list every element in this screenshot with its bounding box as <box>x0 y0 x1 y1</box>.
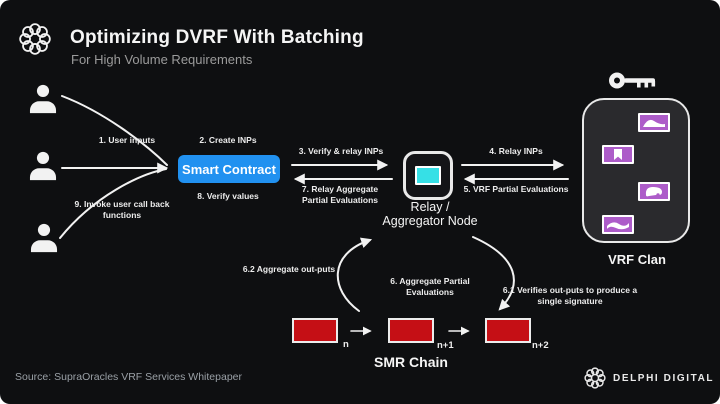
vrf-member-tile-icon <box>602 215 634 234</box>
label-aggregate-partial-line2: Evaluations <box>406 287 454 298</box>
smr-block-n2-label: n+2 <box>532 340 549 351</box>
relay-node-label-line2: Aggregator Node <box>382 213 478 228</box>
brand-logo-knot-icon <box>19 23 51 55</box>
smr-block-n2 <box>485 318 531 343</box>
terminal-screen-icon <box>415 166 441 185</box>
label-verify-values: 8. Verify values <box>197 191 259 201</box>
label-invoke-callback: 9. Invoke user call back functions <box>75 199 170 222</box>
label-user-inputs: 1. User inputs <box>98 135 156 145</box>
label-create-inps: 2. Create INPs <box>199 135 257 145</box>
arrow-user1-to-contract <box>61 95 168 166</box>
vrf-clan-label: VRF Clan <box>608 252 666 267</box>
label-vrf-partial-evaluations: 5. VRF Partial Evaluations <box>463 184 569 194</box>
relay-node-label-line1: Relay / <box>410 200 450 214</box>
arrow-aggregate-outputs <box>336 237 373 312</box>
relay-node-label: Relay / Aggregator Node <box>382 200 478 228</box>
label-relay-inps: 4. Relay INPs <box>489 146 543 156</box>
label-relay-aggregate-line2: Partial Evaluations <box>301 195 379 206</box>
user-icon <box>29 151 57 181</box>
smart-contract-node: Smart Contract <box>178 155 280 183</box>
label-verify-relay-inps: 3. Verify & relay INPs <box>298 146 384 156</box>
label-invoke-callback-line1: 9. Invoke user call back <box>74 199 170 209</box>
vrf-clan-panel <box>582 98 690 243</box>
label-relay-aggregate: 7. Relay Aggregate Partial Evaluations <box>302 184 378 207</box>
label-aggregate-partial-line1: 6. Aggregate Partial <box>390 276 470 286</box>
page-subtitle: For High Volume Requirements <box>71 52 253 67</box>
label-verifies-outputs: 6.1 Verifies out-puts to produce a singl… <box>503 285 637 308</box>
vrf-member-tile-icon <box>638 113 670 132</box>
delphi-logo-knot-icon <box>584 367 606 389</box>
source-citation: Source: SupraOracles VRF Services Whitep… <box>15 371 243 383</box>
arrow-verifies-outputs <box>472 236 515 311</box>
label-verifies-outputs-line1: 6.1 Verifies out-puts to produce a <box>502 285 638 295</box>
label-verifies-outputs-line2: single signature <box>537 296 603 307</box>
relay-aggregator-node <box>403 151 453 200</box>
key-icon <box>609 72 656 89</box>
arrow-user3-to-contract <box>59 168 167 239</box>
page-title: Optimizing DVRF With Batching <box>70 27 364 48</box>
smr-block-n1 <box>388 318 434 343</box>
vrf-member-tile-icon <box>602 145 634 164</box>
smr-chain-label: SMR Chain <box>374 354 448 370</box>
vrf-member-tile-icon <box>638 182 670 201</box>
smr-block-n-label: n <box>343 339 349 350</box>
label-aggregate-outputs: 6.2 Aggregate out-puts <box>242 264 336 274</box>
user-icon <box>30 223 58 253</box>
label-relay-aggregate-line1: 7. Relay Aggregate <box>301 184 379 194</box>
delphi-brand-wordmark: DELPHI DIGITAL <box>613 373 715 384</box>
smr-block-n <box>292 318 338 343</box>
label-invoke-callback-line2: functions <box>102 210 142 221</box>
smr-block-n1-label: n+1 <box>437 340 454 351</box>
user-icon <box>29 84 57 114</box>
label-aggregate-partial: 6. Aggregate Partial Evaluations <box>390 276 470 299</box>
